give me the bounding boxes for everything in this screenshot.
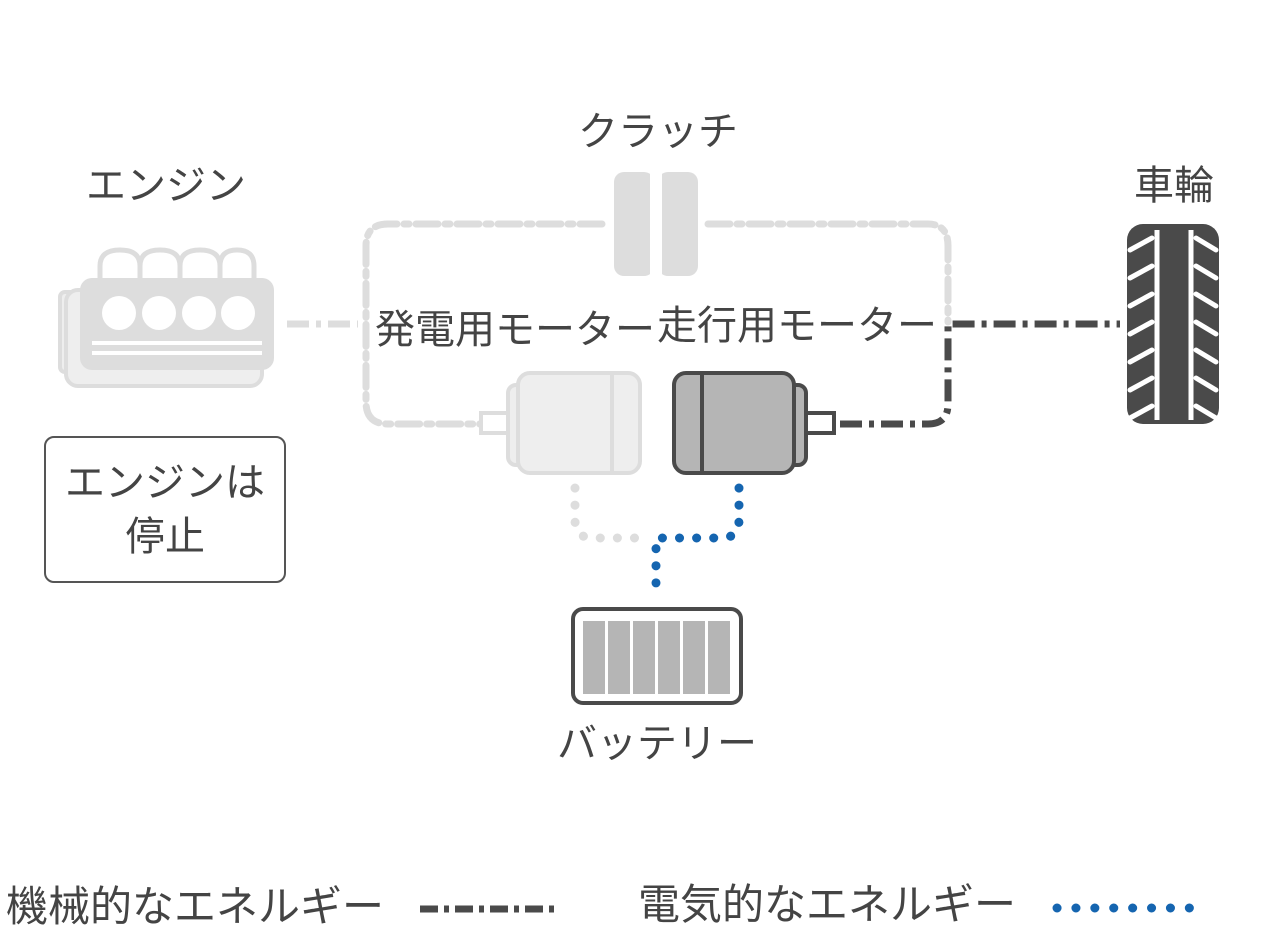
engine-status-line1: エンジンは	[65, 459, 265, 506]
wheel-label: 車輪	[1134, 163, 1214, 209]
clutch-loop-connector	[362, 220, 606, 428]
legend-electrical-label: 電気的なエネルギー	[638, 880, 1017, 929]
generator-motor-label: 発電用モーター	[375, 307, 655, 353]
engine-status-box: エンジンは 停止	[44, 436, 286, 583]
clutch-icon	[614, 165, 698, 283]
legend-mechanical-label: 機械的なエネルギー	[6, 882, 385, 931]
clutch-label: クラッチ	[578, 109, 738, 155]
engine-label: エンジン	[86, 163, 246, 209]
generator-electrical-connector	[570, 483, 645, 543]
clutch-right-connector	[704, 220, 952, 326]
battery-icon	[571, 607, 743, 705]
drive-motor-icon	[672, 371, 836, 475]
tire-icon	[1127, 224, 1219, 424]
engine-icon	[58, 247, 274, 388]
engine-status-line2: 停止	[125, 513, 205, 560]
drive-motor-label: 走行用モーター	[657, 303, 937, 349]
battery-label: バッテリー	[557, 721, 757, 767]
drive-motor-wheel-connector	[840, 320, 1120, 428]
generator-motor-icon	[479, 371, 642, 475]
drive-motor-electrical-connector	[651, 483, 744, 599]
